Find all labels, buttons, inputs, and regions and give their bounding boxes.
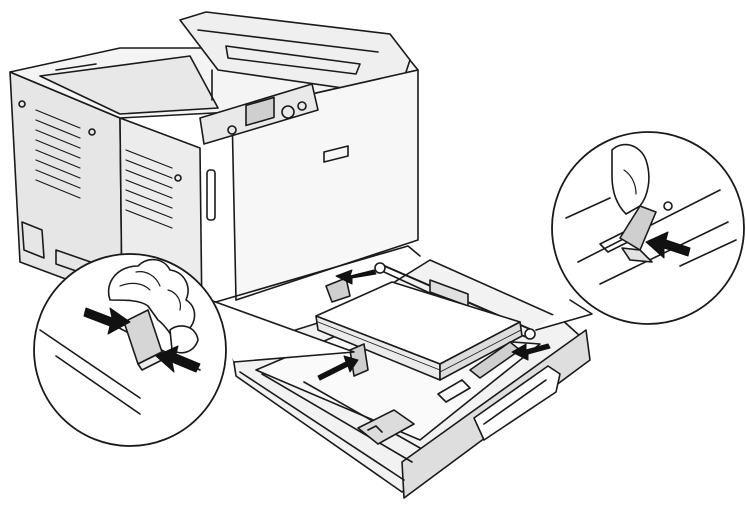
tray-rear-lever [325, 277, 351, 303]
roller-end-right [524, 328, 536, 340]
front-label [323, 145, 349, 163]
paper-stack-lines [317, 321, 522, 373]
tray-arrows [317, 269, 551, 381]
right-callout-finger [623, 169, 637, 195]
tray-length-guide [357, 409, 415, 445]
control-panel-display [245, 96, 275, 127]
side-latch [206, 169, 216, 221]
left-side-screw [18, 100, 26, 108]
left-callout-arrow-in-right [155, 345, 201, 373]
front-screw [174, 174, 182, 182]
output-handle [55, 63, 97, 71]
left-callout-pointer [209, 299, 355, 363]
arrow-right-guide [511, 343, 551, 361]
rear-unit [179, 11, 411, 97]
arrow-left-guide [317, 355, 359, 381]
control-panel-button-3 [297, 101, 307, 111]
tray-length-guide-knob [367, 425, 383, 433]
right-callout-guide [619, 205, 657, 251]
left-callout [33, 253, 355, 447]
rear-unit-top [197, 29, 379, 53]
front-lower-edge [201, 245, 421, 307]
tray-guide-rail [303, 381, 421, 449]
right-callout-hand [611, 143, 650, 215]
control-panel-button-1 [227, 125, 237, 135]
left-callout-hand [107, 258, 196, 345]
left-side-vents [35, 109, 81, 199]
left-lower-slot [21, 221, 45, 259]
left-side-screw-2 [88, 128, 96, 136]
roller-end-left [374, 262, 386, 274]
paper-tray [231, 259, 591, 499]
left-callout-arrow-in-left [83, 307, 131, 335]
tray-left-rail [239, 371, 405, 481]
tray-left-rail-2 [261, 373, 413, 463]
right-callout-knob [663, 201, 673, 211]
front-left-vents [125, 149, 173, 229]
right-callout-guide-base [621, 247, 653, 263]
printer-front-face [231, 69, 419, 301]
right-callout-pointer [535, 299, 593, 331]
tray-right-slot [437, 379, 471, 403]
rear-unit-slot [225, 45, 361, 75]
left-callout-fingers [119, 271, 181, 311]
left-callout-arrows [83, 307, 201, 373]
right-callout [535, 131, 745, 331]
control-panel-button-2 [281, 105, 295, 119]
right-callout-arrow [645, 231, 691, 259]
tray-handle-inner [483, 379, 547, 425]
arrow-rear-guide [335, 269, 377, 285]
output-tray-recess [39, 55, 219, 115]
